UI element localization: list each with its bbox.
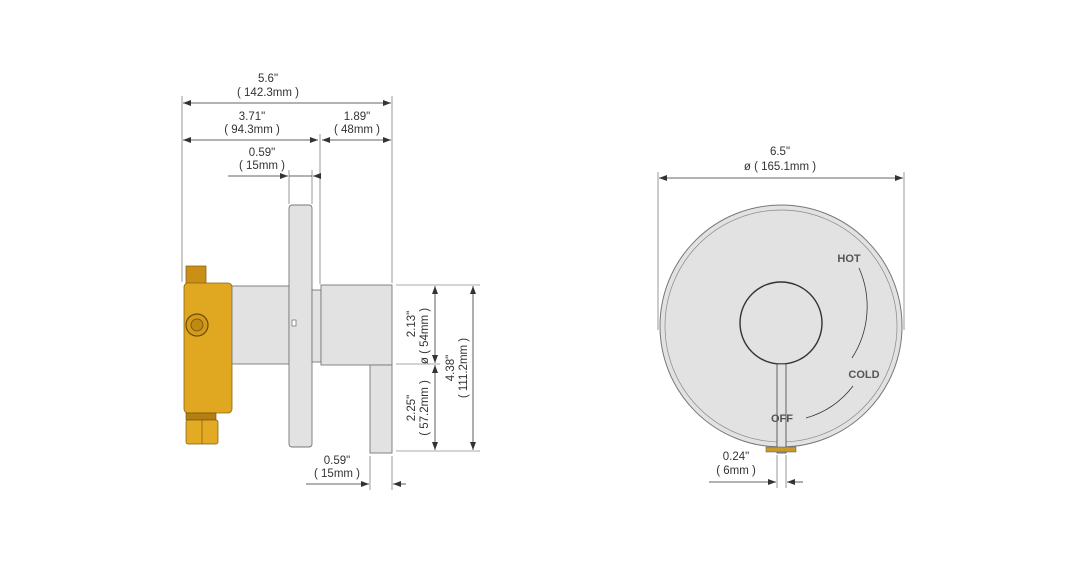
handle-diameter-inch: 2.13" [406, 311, 418, 337]
lever-length-inch: 2.25" [406, 395, 418, 421]
side-view: 5.6" ( 142.3mm ) 3.71" ( 94.3mm ) 1.89" … [181, 73, 480, 490]
handle-body [320, 284, 393, 366]
off-label: OFF [771, 413, 793, 425]
overall-width-inch: 5.6" [258, 73, 278, 85]
lever-width-inch: 0.59" [324, 455, 350, 467]
plate-diameter-mm: ø ( 165.1mm ) [744, 161, 816, 173]
front-view: 6.5" ø ( 165.1mm ) HOT COLD OFF 0.24" ( … [657, 146, 905, 488]
plate-thickness-mm: ( 15mm ) [239, 160, 285, 172]
overall-height-mm: ( 111.2mm ) [458, 338, 470, 398]
overall-width-mm: ( 142.3mm ) [237, 87, 299, 99]
front-lever-width-inch: 0.24" [723, 451, 749, 463]
valve-sleeve [231, 285, 290, 365]
hot-label: HOT [837, 253, 861, 265]
lever-front [776, 363, 787, 454]
valve-depth-mm: ( 94.3mm ) [224, 124, 280, 136]
plate-slot [291, 319, 297, 327]
lever [369, 364, 393, 454]
lever-length-mm: ( 57.2mm ) [419, 380, 431, 436]
lever-width-mm: ( 15mm ) [314, 468, 360, 480]
plate-diameter-inch: 6.5" [770, 146, 790, 158]
cold-off-arc [805, 385, 854, 419]
handle-front [739, 281, 823, 365]
hot-cold-arc [851, 267, 868, 359]
collar [311, 289, 322, 363]
handle-diameter-mm: ø ( 54mm ) [419, 308, 431, 364]
cold-label: COLD [848, 369, 879, 381]
brass-stem [765, 446, 797, 453]
plate-thickness-inch: 0.59" [249, 147, 275, 159]
front-lever-width-mm: ( 6mm ) [716, 465, 756, 477]
overall-height-inch: 4.38" [445, 355, 457, 381]
trim-depth-inch: 1.89" [344, 111, 370, 123]
trim-depth-mm: ( 48mm ) [334, 124, 380, 136]
valve-depth-inch: 3.71" [239, 111, 265, 123]
